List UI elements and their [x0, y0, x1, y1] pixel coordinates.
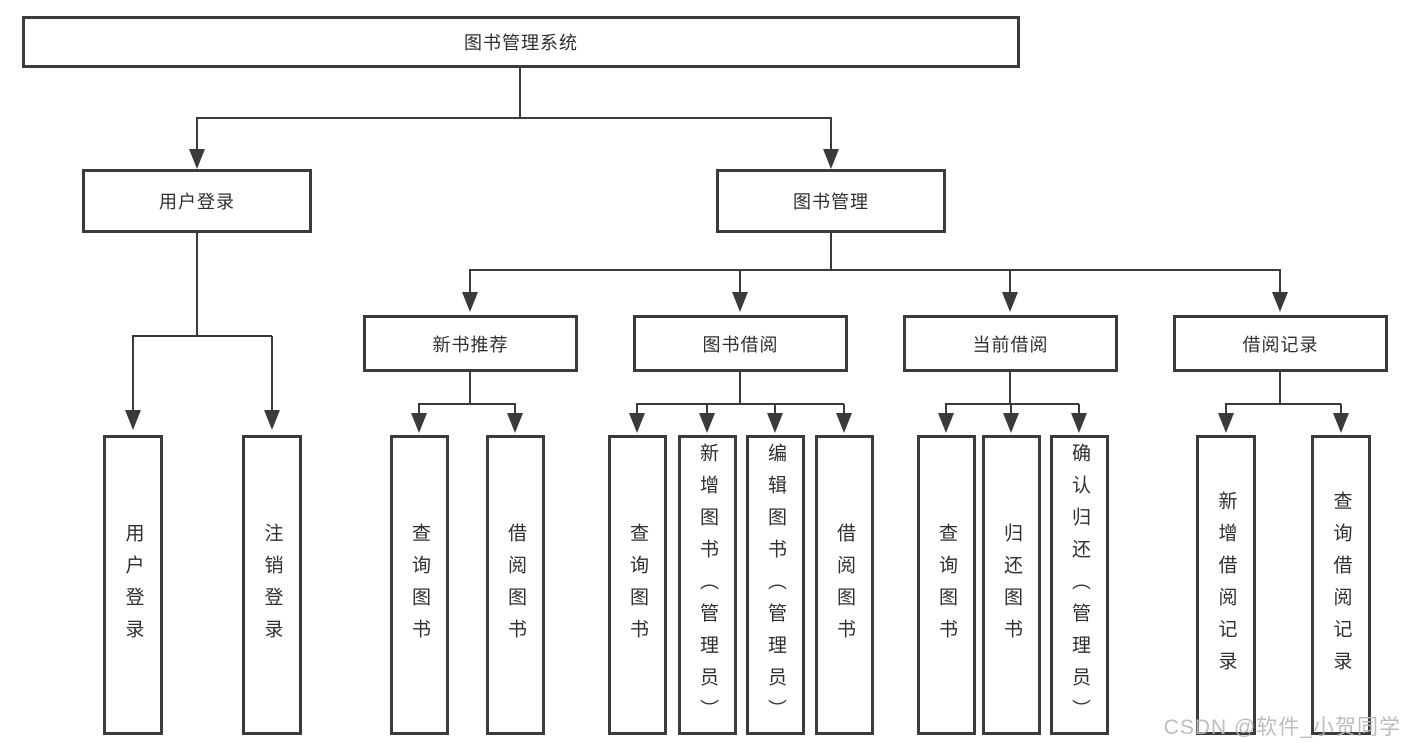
connector-line: [271, 336, 273, 410]
arrow-down-icon: [823, 149, 839, 169]
connector-line: [843, 404, 845, 414]
connector-line: [418, 403, 516, 405]
arrow-down-icon: [1218, 413, 1234, 433]
connector-line: [418, 404, 420, 414]
connector-line: [1225, 403, 1341, 405]
connector-line: [196, 117, 832, 119]
arrow-down-icon: [699, 413, 715, 433]
connector-line: [1225, 404, 1227, 414]
leaf-query-borrow-record: 查询借阅记录: [1311, 435, 1371, 735]
connector-line: [1340, 404, 1342, 414]
connector-line: [739, 372, 741, 405]
connector-line: [636, 403, 844, 405]
arrow-down-icon: [507, 413, 523, 433]
leaf-borrow-books: 借阅图书: [815, 435, 874, 735]
connector-line: [830, 118, 832, 151]
arrow-down-icon: [1333, 413, 1349, 433]
node-new-book-recommend: 新书推荐: [363, 315, 578, 372]
leaf-query-books-borrow: 查询图书: [608, 435, 667, 735]
arrow-down-icon: [938, 413, 954, 433]
connector-line: [830, 233, 832, 271]
arrow-down-icon: [732, 292, 748, 312]
leaf-add-borrow-record: 新增借阅记录: [1196, 435, 1256, 735]
connector-line: [774, 404, 776, 414]
leaf-edit-book-admin: 编辑图书（管理员）: [746, 435, 805, 735]
leaf-confirm-return-admin: 确认归还（管理员）: [1050, 435, 1109, 735]
arrow-down-icon: [411, 413, 427, 433]
node-current-borrow: 当前借阅: [903, 315, 1118, 372]
leaf-query-books-current: 查询图书: [917, 435, 976, 735]
arrow-down-icon: [1002, 292, 1018, 312]
connector-line: [636, 404, 638, 414]
connector-line: [132, 336, 134, 410]
arrow-down-icon: [264, 410, 280, 430]
leaf-add-book-admin: 新增图书（管理员）: [678, 435, 737, 735]
node-user-login: 用户登录: [82, 169, 312, 233]
arrow-down-icon: [836, 413, 852, 433]
node-book-borrow: 图书借阅: [633, 315, 848, 372]
leaf-return-book: 归还图书: [982, 435, 1041, 735]
connector-line: [519, 68, 521, 118]
connector-line: [196, 118, 198, 151]
connector-line: [469, 270, 471, 294]
connector-line: [196, 233, 198, 337]
connector-line: [1009, 270, 1011, 294]
connector-line: [469, 372, 471, 405]
arrow-down-icon: [462, 292, 478, 312]
connector-line: [1010, 404, 1012, 414]
arrow-down-icon: [189, 149, 205, 169]
connector-line: [1279, 270, 1281, 294]
leaf-borrow-books-recommend: 借阅图书: [486, 435, 545, 735]
leaf-query-books-recommend: 查询图书: [390, 435, 449, 735]
arrow-down-icon: [1003, 413, 1019, 433]
leaf-logout-login: 注销登录: [242, 435, 302, 735]
connector-line: [469, 269, 1281, 271]
connector-line: [739, 270, 741, 294]
arrow-down-icon: [629, 413, 645, 433]
connector-line: [1009, 372, 1011, 405]
arrow-down-icon: [1071, 413, 1087, 433]
connector-line: [1279, 372, 1281, 405]
connector-line: [706, 404, 708, 414]
connector-line: [514, 404, 516, 414]
connector-line: [132, 335, 272, 337]
arrow-down-icon: [125, 410, 141, 430]
node-book-management: 图书管理: [716, 169, 946, 233]
arrow-down-icon: [767, 413, 783, 433]
node-root: 图书管理系统: [22, 16, 1020, 68]
connector-line: [945, 403, 1079, 405]
node-borrow-record: 借阅记录: [1173, 315, 1388, 372]
watermark: CSDN @软件_小贺同学: [1163, 716, 1401, 739]
arrow-down-icon: [1272, 292, 1288, 312]
leaf-user-login: 用户登录: [103, 435, 163, 735]
connector-line: [945, 404, 947, 414]
connector-line: [1078, 404, 1080, 414]
